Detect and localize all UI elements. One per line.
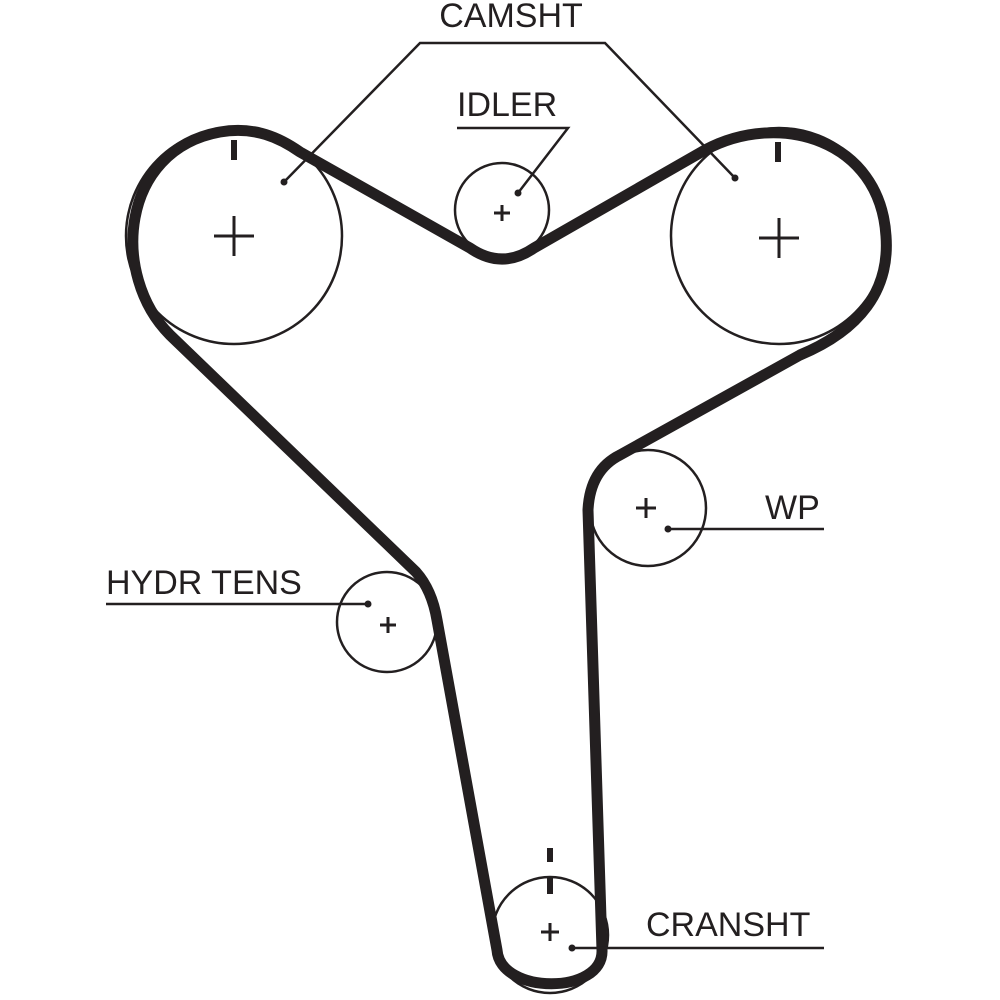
hydr-tens-center-cross-icon bbox=[380, 617, 396, 633]
camshaft-right-center-cross-icon bbox=[759, 218, 799, 258]
idler-label: IDLER bbox=[457, 86, 557, 124]
crankshaft-leader-line bbox=[568, 944, 824, 952]
hydr-tens-label: HYDR TENS bbox=[106, 564, 302, 602]
camshaft-left-center-cross-icon bbox=[214, 216, 254, 256]
timing-belt bbox=[127, 124, 892, 990]
water-pump-center-cross-icon bbox=[636, 498, 656, 518]
crankshaft-label: CRANSHT bbox=[646, 906, 810, 944]
camshaft-leader-line bbox=[280, 41, 739, 186]
idler-leader-line bbox=[457, 126, 571, 197]
hydr-tens-leader-line bbox=[106, 600, 372, 608]
camshaft-label: CAMSHT bbox=[439, 0, 583, 35]
idler-center-cross-icon bbox=[494, 205, 510, 221]
water-pump-leader-line bbox=[664, 525, 824, 533]
crankshaft-center-cross-icon bbox=[541, 923, 559, 941]
water-pump-label: WP bbox=[765, 489, 820, 527]
